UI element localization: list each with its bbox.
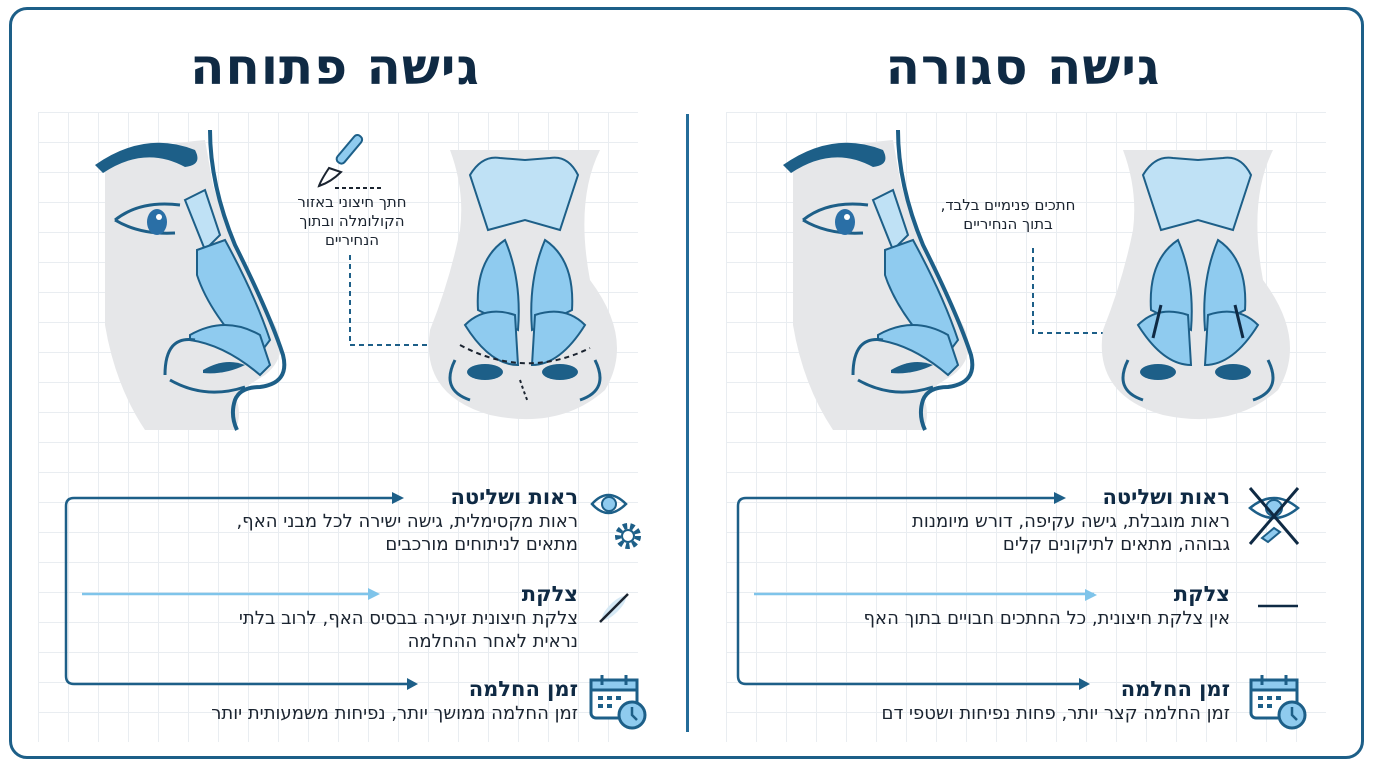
no-scar-dash-icon	[1258, 603, 1298, 609]
open-incision-callout: חתך חיצוני באזור הקולומלה ובתוך הנחיריים	[297, 193, 407, 249]
scar-line-icon	[594, 588, 634, 628]
closed-feature-recovery: זמן החלמה זמן החלמה קצר יותר, פחות נפיחו…	[788, 676, 1230, 725]
open-approach-title: גישה פתוחה	[190, 38, 480, 96]
feature-desc: גבוהה, מתאים לתיקונים קלים	[1002, 534, 1230, 555]
feature-desc: ראות מוגבלת, גישה עקיפה, דורש מיומנות	[912, 511, 1230, 532]
closed-feature-connector-arrows	[734, 488, 1094, 693]
calendar-clock-icon	[1248, 672, 1308, 732]
feature-title: זמן החלמה	[1120, 677, 1230, 701]
feature-desc: ראות מקסימלית, גישה ישירה לכל מבני האף,	[236, 511, 578, 532]
feature-desc: זמן החלמה ממושך יותר, נפיחות משמעותית יו…	[211, 703, 578, 724]
feature-title: ראות ושליטה	[1102, 485, 1230, 509]
feature-title: צלקת	[1173, 582, 1230, 606]
crossed-eye-icon	[1244, 484, 1304, 548]
feature-desc: אין צלקת חיצונית, כל החתכים חבויים בתוך …	[863, 608, 1230, 629]
closed-approach-title: גישה סגורה	[885, 38, 1161, 96]
scalpel-icon	[315, 128, 385, 190]
nose-frontal-illustration-closed	[1083, 140, 1313, 425]
scar-arrow-head	[1083, 588, 1099, 602]
nose-frontal-illustration-open	[410, 140, 640, 425]
nose-side-profile-illustration	[85, 125, 325, 435]
feature-desc: זמן החלמה קצר יותר, פחות נפיחות ושטפי דם	[881, 703, 1230, 724]
feature-title: צלקת	[521, 582, 578, 606]
feature-desc: צלקת חיצונית זעירה בבסיס האף, לרוב בלתי	[238, 608, 578, 629]
open-approach-panel: גישה פתוחה חתך חיצוני באזור הקולומלה ובת…	[0, 0, 670, 768]
open-feature-connector-arrows	[62, 488, 422, 693]
open-feature-recovery: זמן החלמה זמן החלמה ממושך יותר, נפיחות מ…	[100, 676, 578, 725]
eye-gear-icon	[588, 486, 644, 554]
center-divider	[686, 114, 689, 732]
feature-title: ראות ושליטה	[450, 485, 578, 509]
nose-side-profile-illustration	[773, 125, 1013, 435]
feature-title: זמן החלמה	[468, 677, 578, 701]
feature-desc: מתאים לניתוחים מורכבים	[385, 534, 578, 555]
calendar-clock-icon	[588, 672, 648, 732]
feature-desc: נראית לאחר ההחלמה	[407, 631, 578, 652]
closed-approach-panel: גישה סגורה חתכים פנימיים בלבד, בתוך הנחי…	[688, 0, 1358, 768]
closed-feature-scar: צלקת אין צלקת חיצונית, כל החתכים חבויים …	[788, 581, 1230, 630]
closed-incision-callout: חתכים פנימיים בלבד, בתוך הנחיריים	[940, 196, 1076, 233]
open-feature-visibility: ראות ושליטה ראות מקסימלית, גישה ישירה לכ…	[100, 484, 578, 556]
open-feature-scar: צלקת צלקת חיצונית זעירה בבסיס האף, לרוב …	[100, 581, 578, 653]
closed-feature-visibility: ראות ושליטה ראות מוגבלת, גישה עקיפה, דור…	[788, 484, 1230, 556]
